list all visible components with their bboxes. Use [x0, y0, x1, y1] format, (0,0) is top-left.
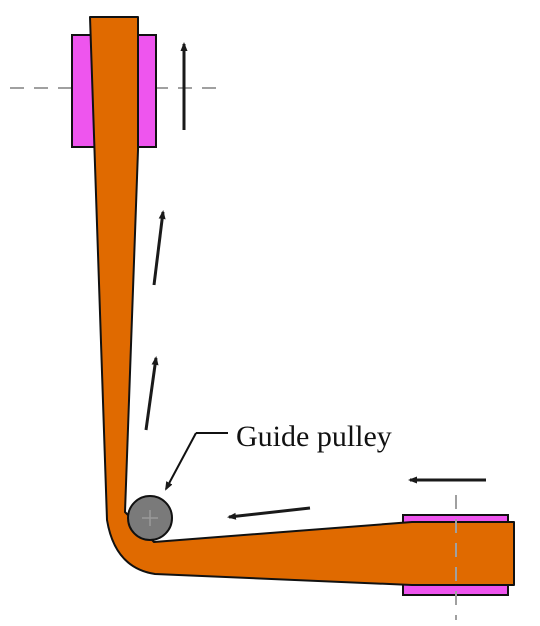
label-leader-diagonal [165, 432, 197, 491]
arrow-up-middle [152, 210, 166, 286]
arrow-left-lower [227, 506, 311, 520]
guide-pulley-label: Guide pulley [236, 420, 392, 453]
arrow-up-lower [144, 356, 159, 431]
